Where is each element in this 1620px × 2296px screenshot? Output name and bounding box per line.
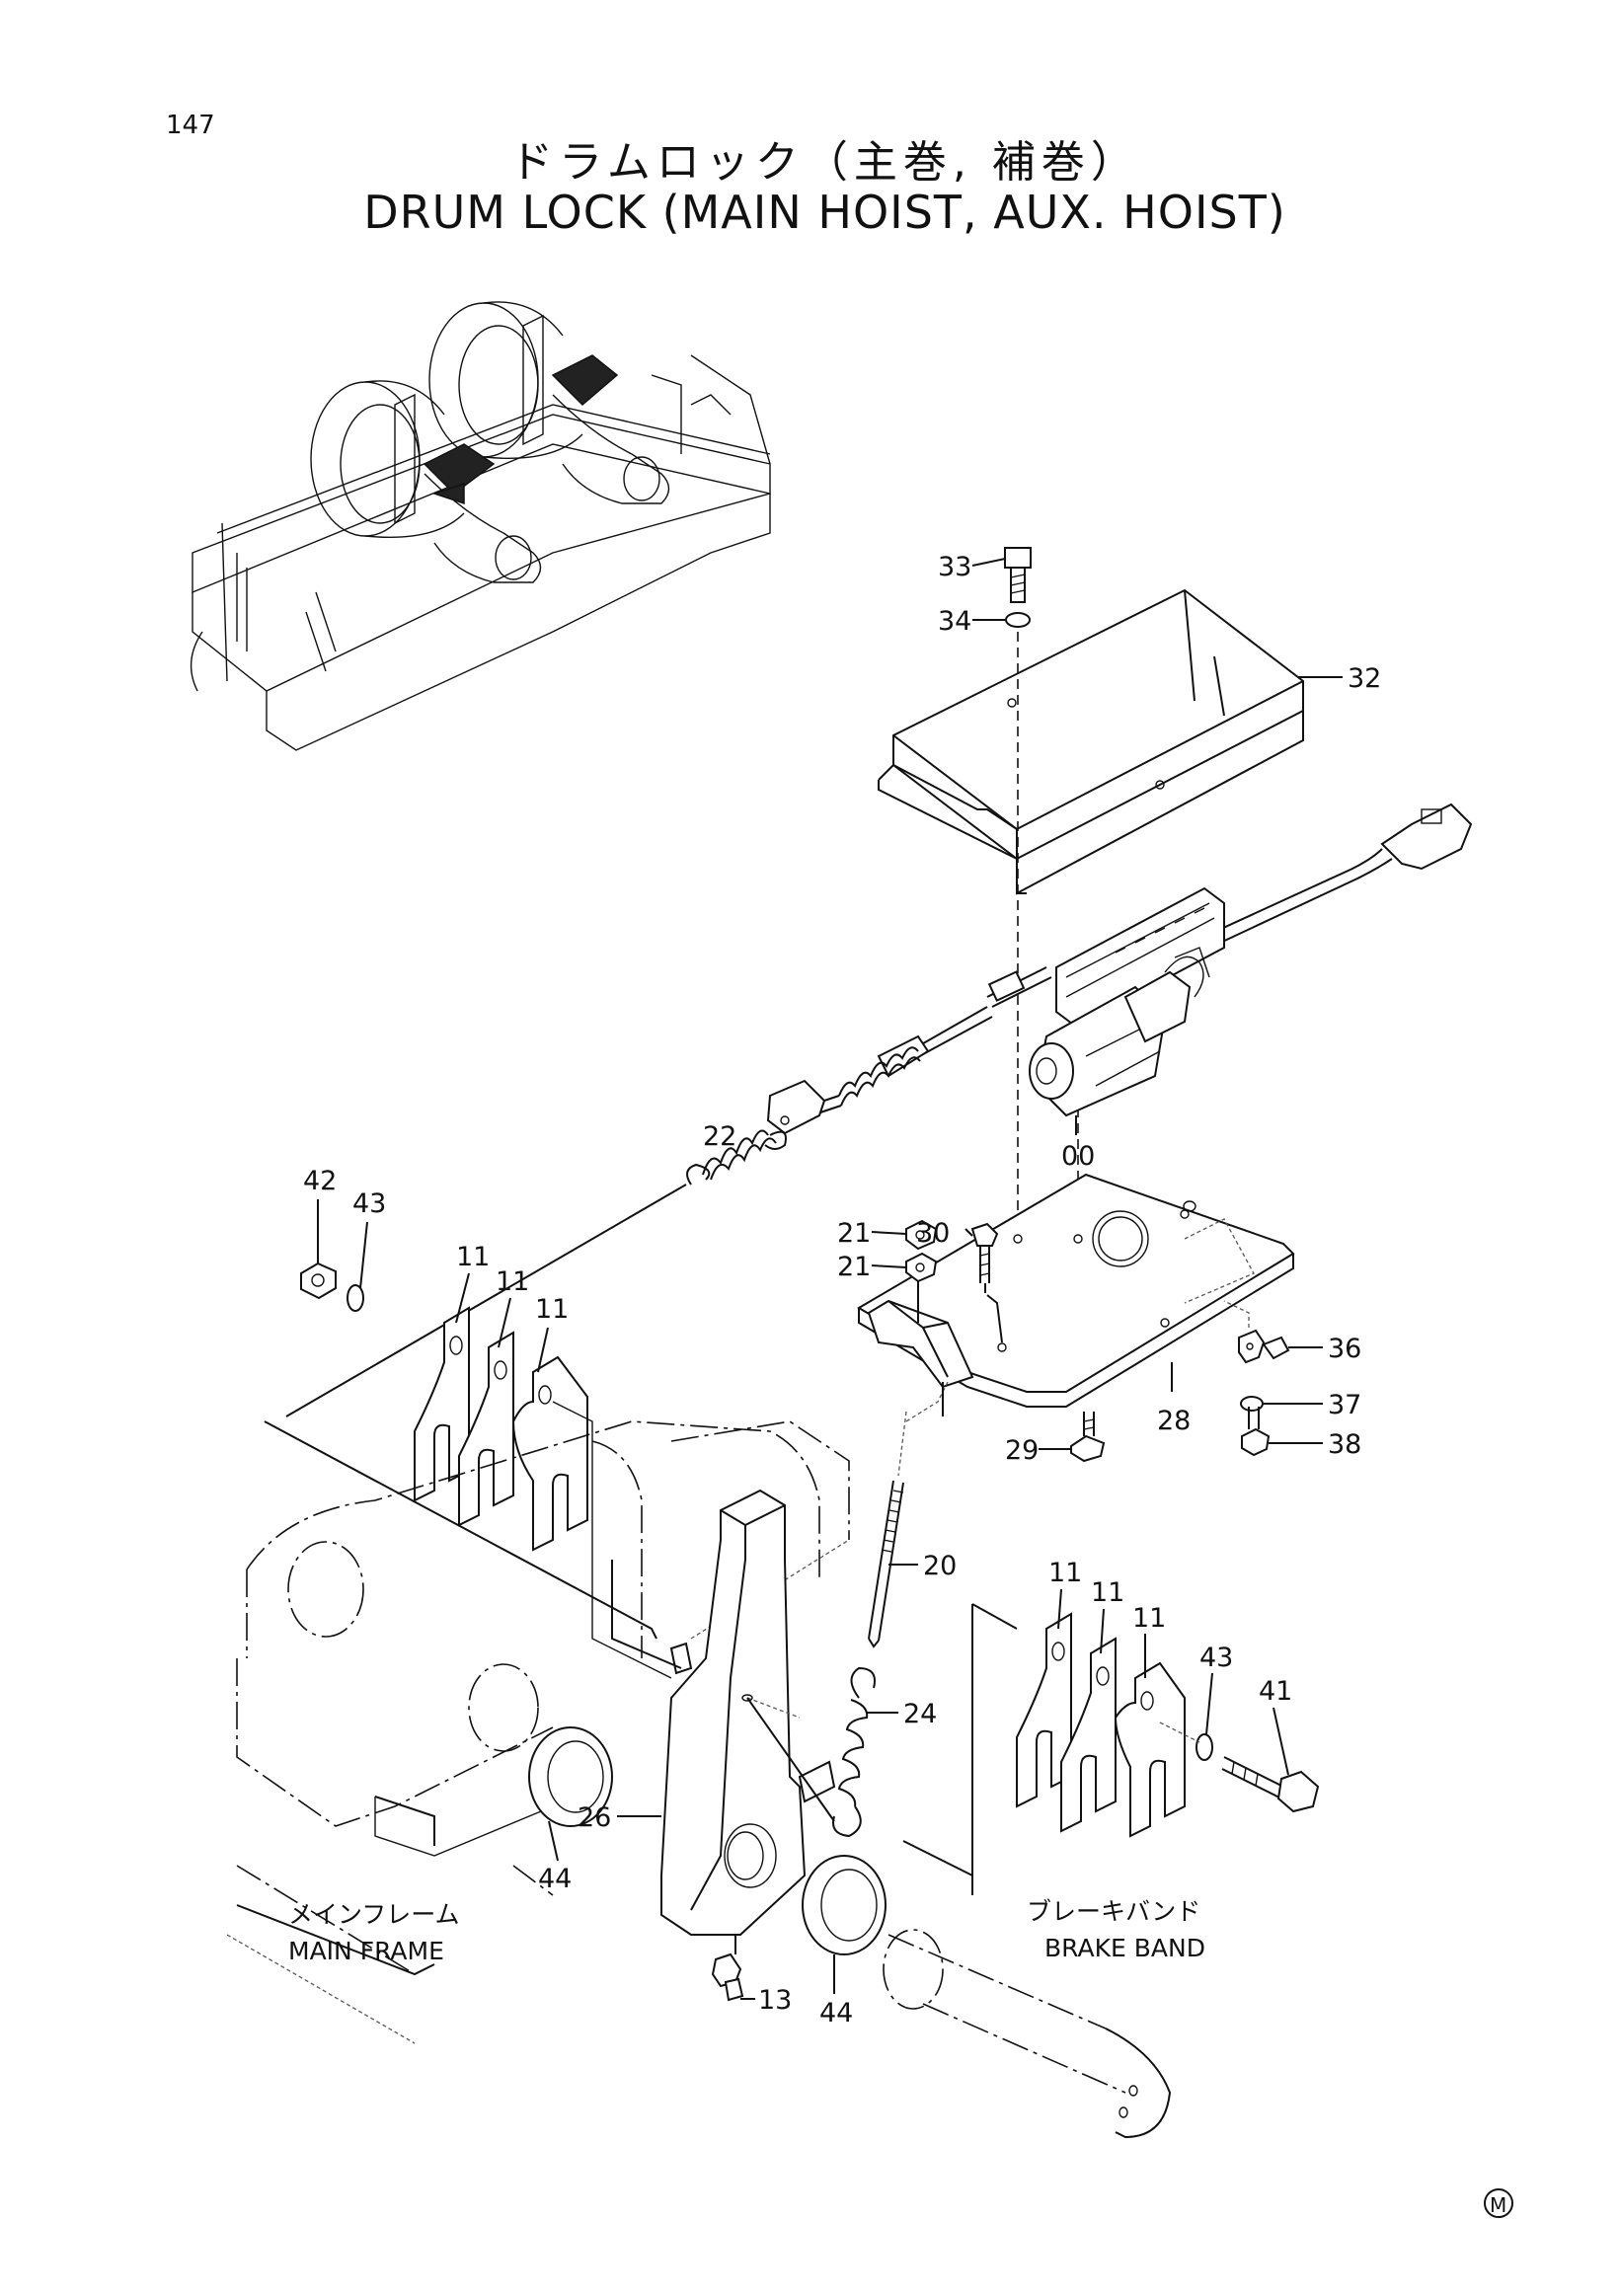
mark-letter: M [1490,2193,1506,2217]
label-44-left: 44 [538,1864,572,1894]
part-number-labels: 33 34 32 00 22 30 21 21 42 43 11 11 11 3… [303,552,1381,2028]
base-plate-part-28 [857,1173,1295,1408]
bolt-part-41 [1221,1756,1320,1813]
label-13: 13 [758,1985,792,2016]
label-26: 26 [578,1802,611,1833]
label-00: 00 [1061,1141,1095,1172]
washer-part-43-left [347,1284,364,1312]
label-30: 30 [916,1218,950,1249]
bolt-part-30 [970,1222,999,1283]
bracket-part-36 [1238,1329,1290,1364]
rod-part-20 [868,1381,949,1648]
leader-lines [317,558,1343,2000]
winch-overview-illustration [190,301,771,751]
brake-band-caption-jp: ブレーキバンド [1027,1897,1200,1926]
main-frame-illustration [226,1420,850,2044]
label-34: 34 [938,606,971,637]
washer-part-34 [1005,612,1031,628]
label-44-right: 44 [819,1998,853,2028]
spring-part-24 [746,1666,876,1838]
actuator-assembly-part-00 [766,803,1473,1135]
label-11-left-c: 11 [535,1294,569,1325]
spring-part-22 [686,1129,787,1186]
label-11-right-c: 11 [1132,1603,1166,1634]
label-29: 29 [1005,1435,1039,1466]
bolt-part-33 [1004,547,1032,603]
label-11-left-a: 11 [456,1242,490,1272]
pin-illustration [883,1929,1172,2139]
nut-part-42 [300,1262,337,1300]
grease-fitting-part-13 [711,1935,744,2002]
label-36: 36 [1328,1334,1361,1364]
label-33: 33 [938,552,971,582]
title-english: DRUM LOCK (MAIN HOIST, AUX. HOIST) [363,186,1286,239]
washer-part-43-right [1196,1733,1213,1761]
label-24: 24 [903,1699,937,1729]
circled-m-mark: M [1484,2188,1513,2218]
label-42: 42 [303,1166,337,1196]
label-28: 28 [1157,1406,1191,1436]
cover-part-32 [878,588,1304,895]
bolt-part-38 [1241,1407,1271,1457]
label-20: 20 [923,1551,957,1581]
page-number: 147 [166,111,215,140]
main-frame-caption-en: MAIN FRAME [288,1937,444,1965]
label-11-left-b: 11 [496,1266,529,1297]
label-11-right-b: 11 [1091,1577,1124,1608]
label-11-right-a: 11 [1048,1558,1082,1588]
pawl-group-right-part-11 [902,1603,1186,1895]
label-21-upper: 21 [837,1218,871,1249]
label-32: 32 [1348,663,1381,694]
label-41: 41 [1259,1676,1292,1707]
nut-part-21-lower [905,1252,938,1283]
lever-part-26 [660,1489,836,1936]
pawl-group-left-part-11 [264,1306,672,1679]
label-37: 37 [1328,1390,1361,1420]
bolt-part-29 [1070,1412,1106,1463]
title-japanese: ドラムロック（主巻, 補巻） [509,137,1140,188]
label-43-right: 43 [1199,1643,1233,1673]
main-frame-caption-jp: メインフレーム [288,1900,460,1929]
label-38: 38 [1328,1429,1361,1460]
washer-part-44-right [802,1855,887,1955]
label-43-left: 43 [352,1188,386,1219]
washer-part-37 [1240,1396,1264,1412]
label-21-lower: 21 [837,1252,871,1282]
nut-part-21-upper [905,1219,938,1251]
label-22: 22 [703,1121,736,1152]
washer-part-44-left [528,1726,613,1827]
brake-band-caption-en: BRAKE BAND [1044,1934,1205,1962]
